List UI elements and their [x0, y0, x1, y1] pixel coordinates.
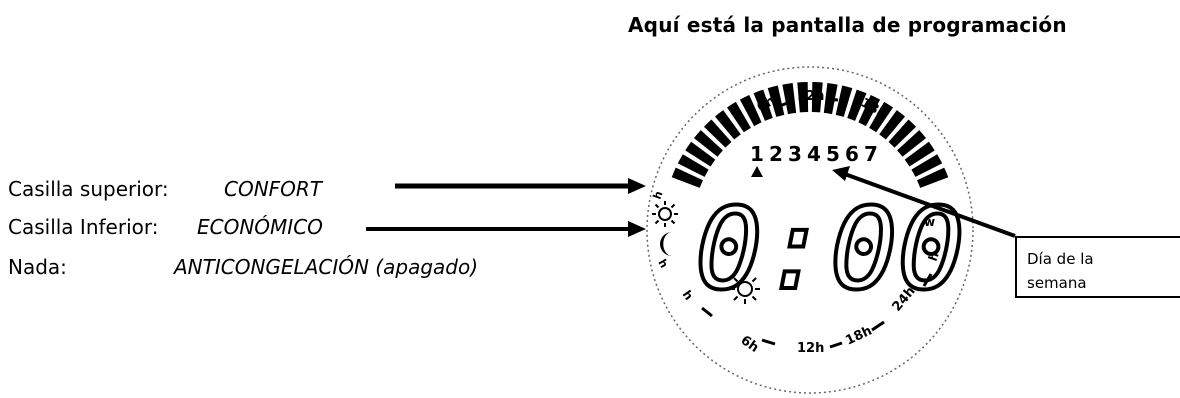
- diagram-title: Aquí está la pantalla de programación: [628, 13, 1067, 37]
- hour-segment: [869, 101, 893, 133]
- callout-day-of-week: Día de la semana: [1015, 236, 1180, 298]
- day-digit: 3: [788, 142, 802, 166]
- time-display: 0:00: [695, 185, 965, 315]
- hour-segment: [811, 82, 823, 113]
- callout-line-2: semana: [1027, 274, 1087, 292]
- hour-segment: [917, 167, 949, 188]
- hour-segment: [739, 95, 762, 127]
- dial-dash: [779, 99, 793, 108]
- day-digit: 6: [845, 142, 859, 166]
- small-mode-icon: w: [924, 215, 935, 229]
- hour-segment: [835, 85, 853, 117]
- dial-label-12h-bottom: 12h: [797, 341, 824, 356]
- arrow-economico: [366, 221, 646, 237]
- dial-dash: [922, 273, 933, 287]
- dial-dash: [871, 320, 885, 332]
- dial-label-left-2: h: [651, 189, 666, 201]
- hour-segment: [879, 110, 906, 140]
- sun-icon-comfort: [652, 201, 678, 227]
- hour-segment: [727, 101, 751, 133]
- hour-segment: [904, 141, 935, 167]
- dial-label-12h-top: 12h: [797, 89, 824, 104]
- dial-outline: [646, 66, 974, 394]
- dial-label-left-3: h: [655, 257, 670, 270]
- dial-dash: [761, 338, 776, 346]
- hour-segment: [685, 141, 716, 167]
- dial-label-18h-bottom: 18h: [843, 323, 874, 348]
- hour-segment: [797, 82, 809, 113]
- hour-segment: [671, 167, 703, 188]
- hour-segment: [703, 119, 732, 148]
- legend-label-superior: Casilla superior:: [8, 177, 169, 201]
- arrow-confort: [395, 178, 646, 194]
- legend-row-confort: Casilla superior: CONFORT: [8, 177, 322, 201]
- hour-segments-arc: [671, 82, 949, 188]
- dial-dash: [701, 306, 713, 318]
- moon-icon-eco: [660, 232, 672, 256]
- sun-icon-current: [730, 274, 760, 304]
- legend-value-confort: CONFORT: [224, 177, 323, 201]
- hour-segment: [782, 83, 797, 115]
- hour-segment: [847, 89, 867, 121]
- dial-dash: [829, 341, 843, 349]
- day-indicator-triangle-icon: [751, 166, 763, 177]
- day-digit: 2: [769, 142, 783, 166]
- hour-segment: [911, 154, 943, 177]
- hour-segment: [767, 85, 785, 117]
- dial-label-6h-bottom: 6h: [738, 333, 762, 356]
- legend-row-economico: Casilla Inferior: ECONÓMICO: [8, 215, 323, 239]
- hour-segment: [753, 89, 773, 121]
- day-digit: 7: [864, 142, 878, 166]
- callout-line-1: Día de la: [1027, 250, 1094, 268]
- dial-label-lower-1: h: [680, 288, 696, 303]
- hour-segment: [677, 154, 709, 177]
- legend-label-nada: Nada:: [8, 255, 67, 279]
- arrow-day-of-week: [832, 166, 1016, 238]
- legend-value-anticongelacion: ANTICONGELACIÓN (apagado): [174, 255, 479, 279]
- hour-segment: [858, 95, 881, 127]
- day-digit: 5: [826, 142, 840, 166]
- legend-label-inferior: Casilla Inferior:: [8, 215, 159, 239]
- legend-row-anticongelacion: Nada: ANTICONGELACIÓN (apagado): [8, 255, 478, 279]
- legend-value-economico: ECONÓMICO: [197, 215, 323, 239]
- hour-segment: [694, 130, 723, 157]
- day-digit: 4: [807, 142, 821, 166]
- hour-segment: [897, 130, 926, 157]
- hour-segment: [714, 110, 741, 140]
- hour-segment: [888, 119, 917, 148]
- dial-dash: [825, 97, 839, 102]
- day-digit: 1: [750, 142, 764, 166]
